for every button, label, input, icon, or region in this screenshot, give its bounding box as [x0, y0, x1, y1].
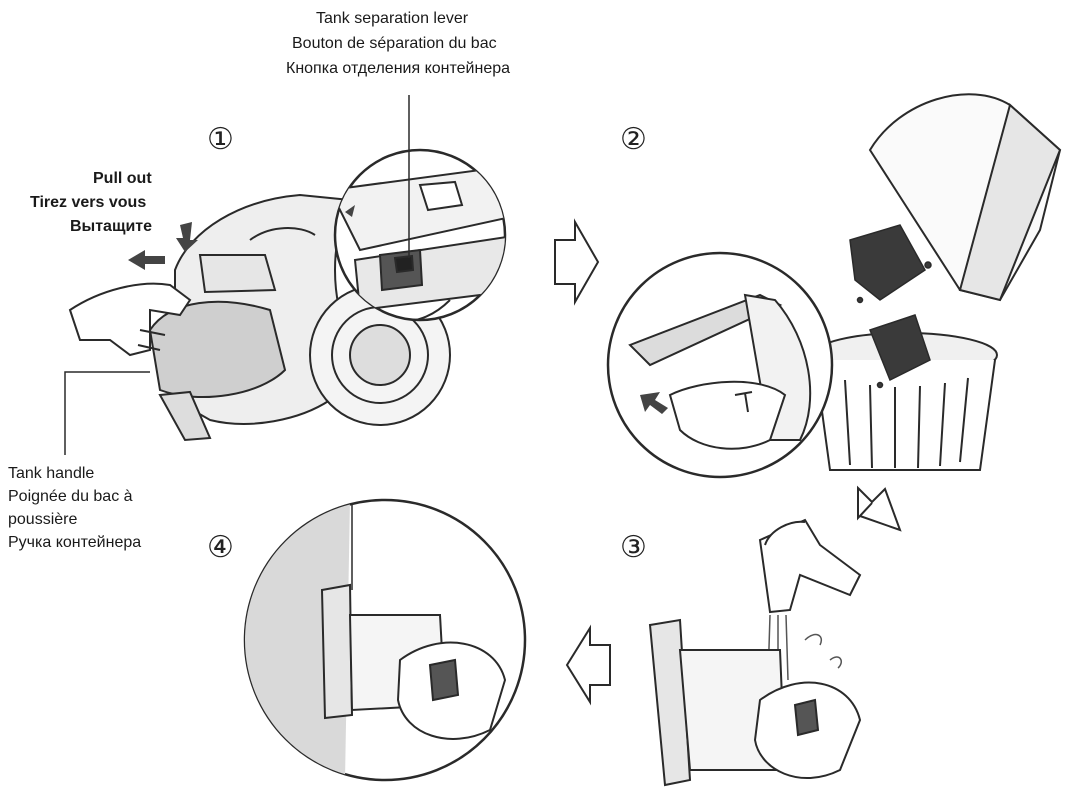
handle-label-fr-2: poussière [8, 511, 78, 528]
arrow-2-to-3 [857, 485, 902, 532]
step-3-number: ③ [620, 530, 647, 565]
tank-being-washed [648, 618, 862, 787]
pull-label-en: Pull out [93, 170, 152, 187]
handle-label-en: Tank handle [8, 465, 95, 482]
arrow-1-to-2 [554, 218, 600, 306]
arrow-3-to-4 [565, 624, 611, 706]
lever-label-ru: Кнопка отделения контейнера [286, 60, 511, 77]
dust-clumps [849, 224, 932, 389]
zoom-circle-release [606, 251, 834, 479]
vacuum-cleaner-illustration [148, 193, 451, 442]
step-4-number: ④ [207, 530, 234, 565]
faucet [758, 518, 862, 614]
pull-label-fr: Tirez vers vous [30, 194, 147, 211]
pull-label-ru: Вытащите [70, 218, 153, 235]
lever-label-en: Tank separation lever [316, 10, 469, 27]
handle-leader-line [64, 371, 150, 455]
zoom-circle-lever [333, 95, 507, 322]
pull-arrows [128, 222, 198, 270]
lever-label-fr: Bouton de séparation du bac [292, 35, 497, 52]
hand-holding-tank [68, 282, 192, 357]
step-2-number: ② [620, 122, 647, 157]
zoom-circle-reassemble [243, 498, 527, 782]
tank-lid-tilted [868, 93, 1062, 302]
step-1-number: ① [207, 122, 234, 157]
handle-label-fr-1: Poignée du bac à [8, 488, 133, 505]
handle-label-ru: Ручка контейнера [8, 534, 142, 551]
